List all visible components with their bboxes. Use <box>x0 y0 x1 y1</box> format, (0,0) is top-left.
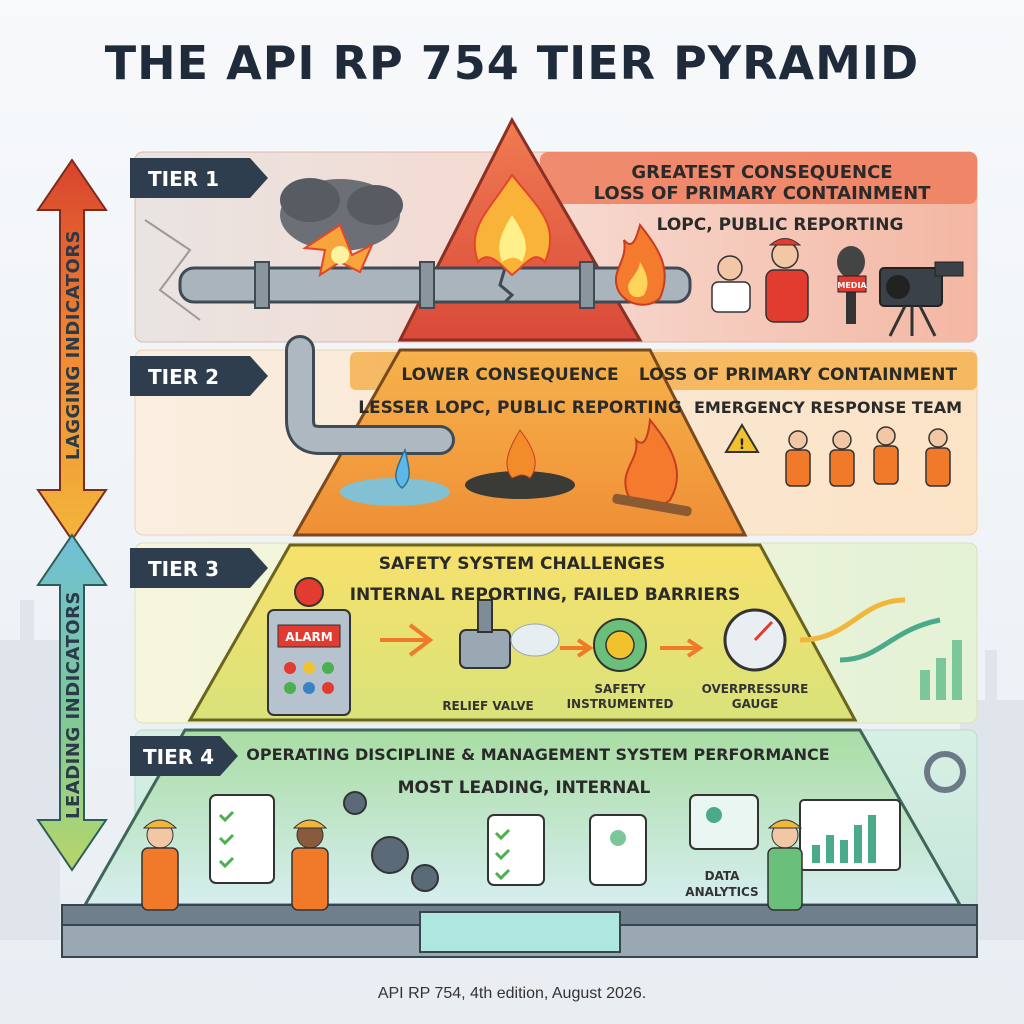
data-analytics-label-1: DATA <box>705 869 741 883</box>
tier2-tab: TIER 2 <box>130 356 268 396</box>
page-title: THE API RP 754 TIER PYRAMID <box>104 36 920 90</box>
svg-text:TIER 1: TIER 1 <box>148 167 219 191</box>
tier2-line1b: LOSS OF PRIMARY CONTAINMENT <box>639 365 958 385</box>
tier2-line2: LESSER LOPC, PUBLIC REPORTING <box>358 398 682 418</box>
tier4-illustration <box>141 751 966 911</box>
safety-instrumented-label-2: INSTRUMENTED <box>567 697 674 711</box>
tier4-tab: TIER 4 <box>130 736 238 776</box>
tier2-line1a: LOWER CONSEQUENCE <box>401 365 618 385</box>
tier4-line1: OPERATING DISCIPLINE & MANAGEMENT SYSTEM… <box>246 745 829 764</box>
safety-instrumented-label-1: SAFETY <box>594 682 646 696</box>
lagging-indicators-label: LAGGING INDICATORS <box>63 230 84 460</box>
data-analytics-label-2: ANALYTICS <box>685 885 758 899</box>
tier3-illustration: ALARM <box>267 577 962 716</box>
leading-arrow <box>36 533 108 872</box>
relief-valve-label: RELIEF VALVE <box>442 699 533 713</box>
alarm-label: ALARM <box>285 630 332 644</box>
tier3-tab: TIER 3 <box>130 548 268 588</box>
overpressure-gauge-label-2: GAUGE <box>732 697 779 711</box>
tier1-illustration: MEDIA <box>144 173 964 337</box>
base-platform <box>61 904 978 958</box>
svg-text:!: ! <box>739 437 745 453</box>
tier1-tab: TIER 1 <box>130 158 268 198</box>
tier1-line2: LOSS OF PRIMARY CONTAINMENT <box>594 183 932 204</box>
overpressure-gauge-label-1: OVERPRESSURE <box>702 682 809 696</box>
media-badge: MEDIA <box>837 281 867 290</box>
tier3-line2: INTERNAL REPORTING, FAILED BARRIERS <box>350 585 741 605</box>
svg-text:TIER 2: TIER 2 <box>148 365 219 389</box>
leading-indicators-label: LEADING INDICATORS <box>63 591 84 819</box>
tier4-line2: MOST LEADING, INTERNAL <box>398 778 651 798</box>
svg-text:TIER 3: TIER 3 <box>148 557 219 581</box>
tier2-illustration: ! <box>285 335 951 517</box>
tier1-line1: GREATEST CONSEQUENCE <box>631 162 892 183</box>
tier2-line3: EMERGENCY RESPONSE TEAM <box>694 398 962 417</box>
tier1-line3: LOPC, PUBLIC REPORTING <box>657 215 904 235</box>
footer-citation: API RP 754, 4th edition, August 2026. <box>377 985 647 1002</box>
svg-text:TIER 4: TIER 4 <box>143 745 214 769</box>
tier3-line1: SAFETY SYSTEM CHALLENGES <box>379 554 665 574</box>
